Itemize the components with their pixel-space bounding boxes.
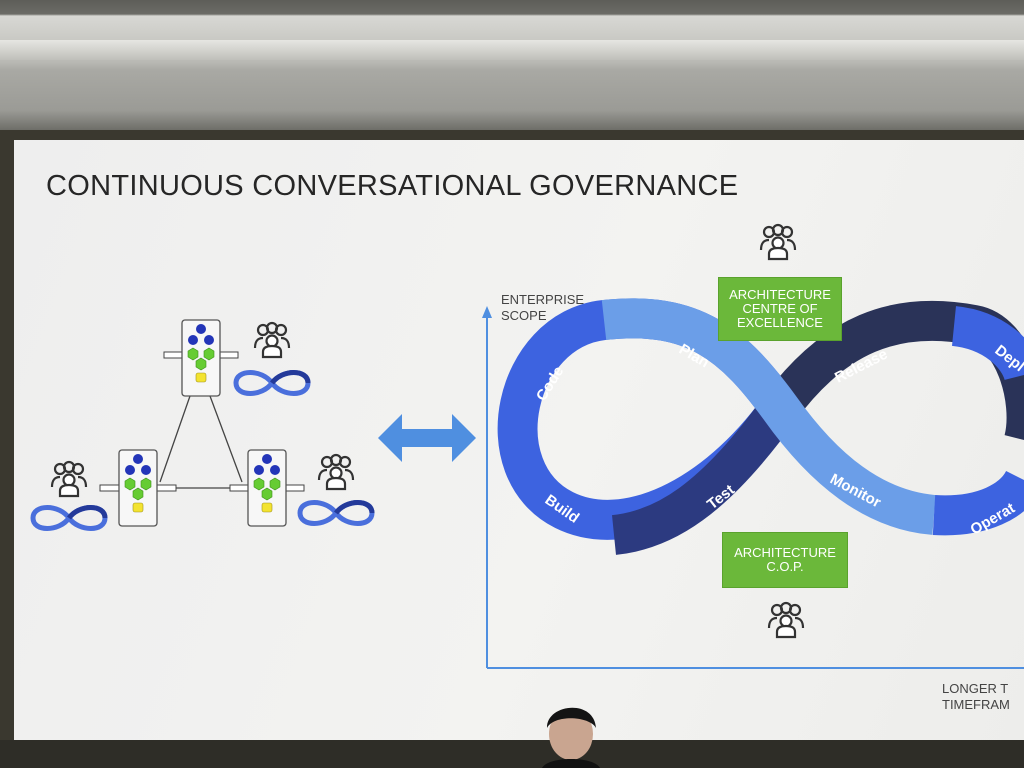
architecture-cop-box: ARCHITECTURE C.O.P.: [722, 532, 848, 588]
people-group-icon: [253, 321, 291, 359]
ceiling: [0, 0, 1024, 140]
projection-screen: CONTINUOUS CONVERSATIONAL GOVERNANCE: [14, 140, 1024, 740]
people-group-icon: [317, 453, 355, 491]
infinity-icon: [236, 373, 308, 394]
architecture-coe-box: ARCHITECTURE CENTRE OF EXCELLENCE: [718, 277, 842, 341]
y-axis-label: ENTERPRISE SCOPE: [501, 292, 585, 323]
server-node-icon: [247, 449, 287, 527]
devops-loop: [497, 298, 1024, 555]
double-arrow-icon: [378, 414, 476, 462]
people-group-icon: [759, 223, 797, 261]
presenter-head: [542, 707, 600, 768]
axis-arrow-icon: [482, 306, 1024, 669]
people-group-icon: [767, 601, 805, 639]
slide-graphics: Code Plan Release Depl Build Test Monito…: [14, 223, 1024, 669]
ceiling-vent: [0, 40, 1024, 60]
infinity-icon: [300, 503, 372, 524]
infinity-icon: [33, 508, 105, 529]
slide-title: CONTINUOUS CONVERSATIONAL GOVERNANCE: [46, 170, 739, 202]
x-axis-label: LONGER T TIMEFRAM: [942, 681, 1010, 712]
server-node-icon: [118, 449, 158, 527]
floor: [0, 740, 1024, 768]
people-group-icon: [50, 460, 88, 498]
server-node-icon: [181, 319, 221, 397]
